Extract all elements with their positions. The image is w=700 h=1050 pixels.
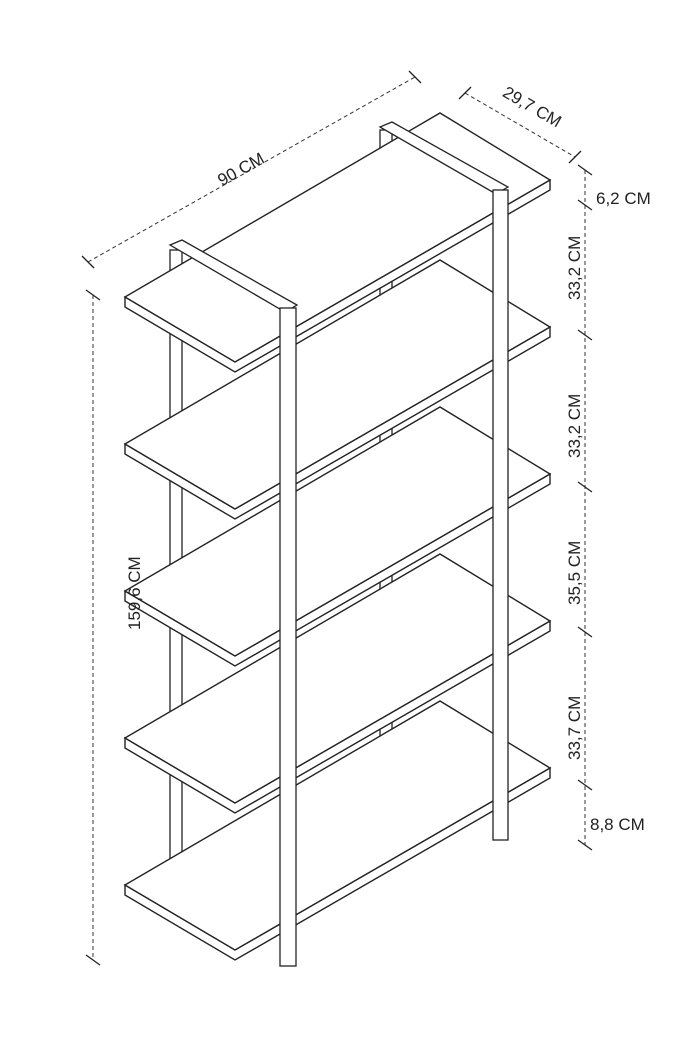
dimension-tick (577, 839, 593, 851)
shelf-2 (123, 259, 552, 510)
left-top-bar (168, 239, 299, 313)
shelf-4 (123, 553, 552, 804)
shelves (123, 112, 552, 961)
top-gap-label: 6,2 CM (596, 189, 651, 208)
dimension-tick (577, 329, 593, 341)
width-label: 90 CM (215, 149, 268, 190)
shelf-1 (123, 112, 552, 363)
dimension-tick (577, 779, 593, 791)
gap-3-label: 35,5 CM (565, 541, 584, 605)
height-label: 159,6 CM (125, 556, 144, 630)
shelf-3 (123, 406, 552, 657)
dimension-tick (577, 199, 593, 211)
front-left-post (279, 307, 297, 967)
front-posts (168, 121, 510, 967)
dimension-tick (577, 481, 593, 493)
bottom-gap-label: 8,8 CM (590, 815, 645, 834)
depth-label: 29,7 CM (500, 83, 565, 132)
right-top-bar (378, 121, 510, 195)
shelf-5 (123, 700, 552, 951)
dimension-tick (577, 164, 593, 176)
front-right-post (492, 189, 509, 841)
gap-1-label: 33,2 CM (565, 236, 584, 300)
dimension-tick (577, 626, 593, 638)
gap-2-label: 33,2 CM (565, 394, 584, 458)
gap-4-label: 33,7 CM (565, 696, 584, 760)
depth-dimension-line (464, 92, 576, 158)
